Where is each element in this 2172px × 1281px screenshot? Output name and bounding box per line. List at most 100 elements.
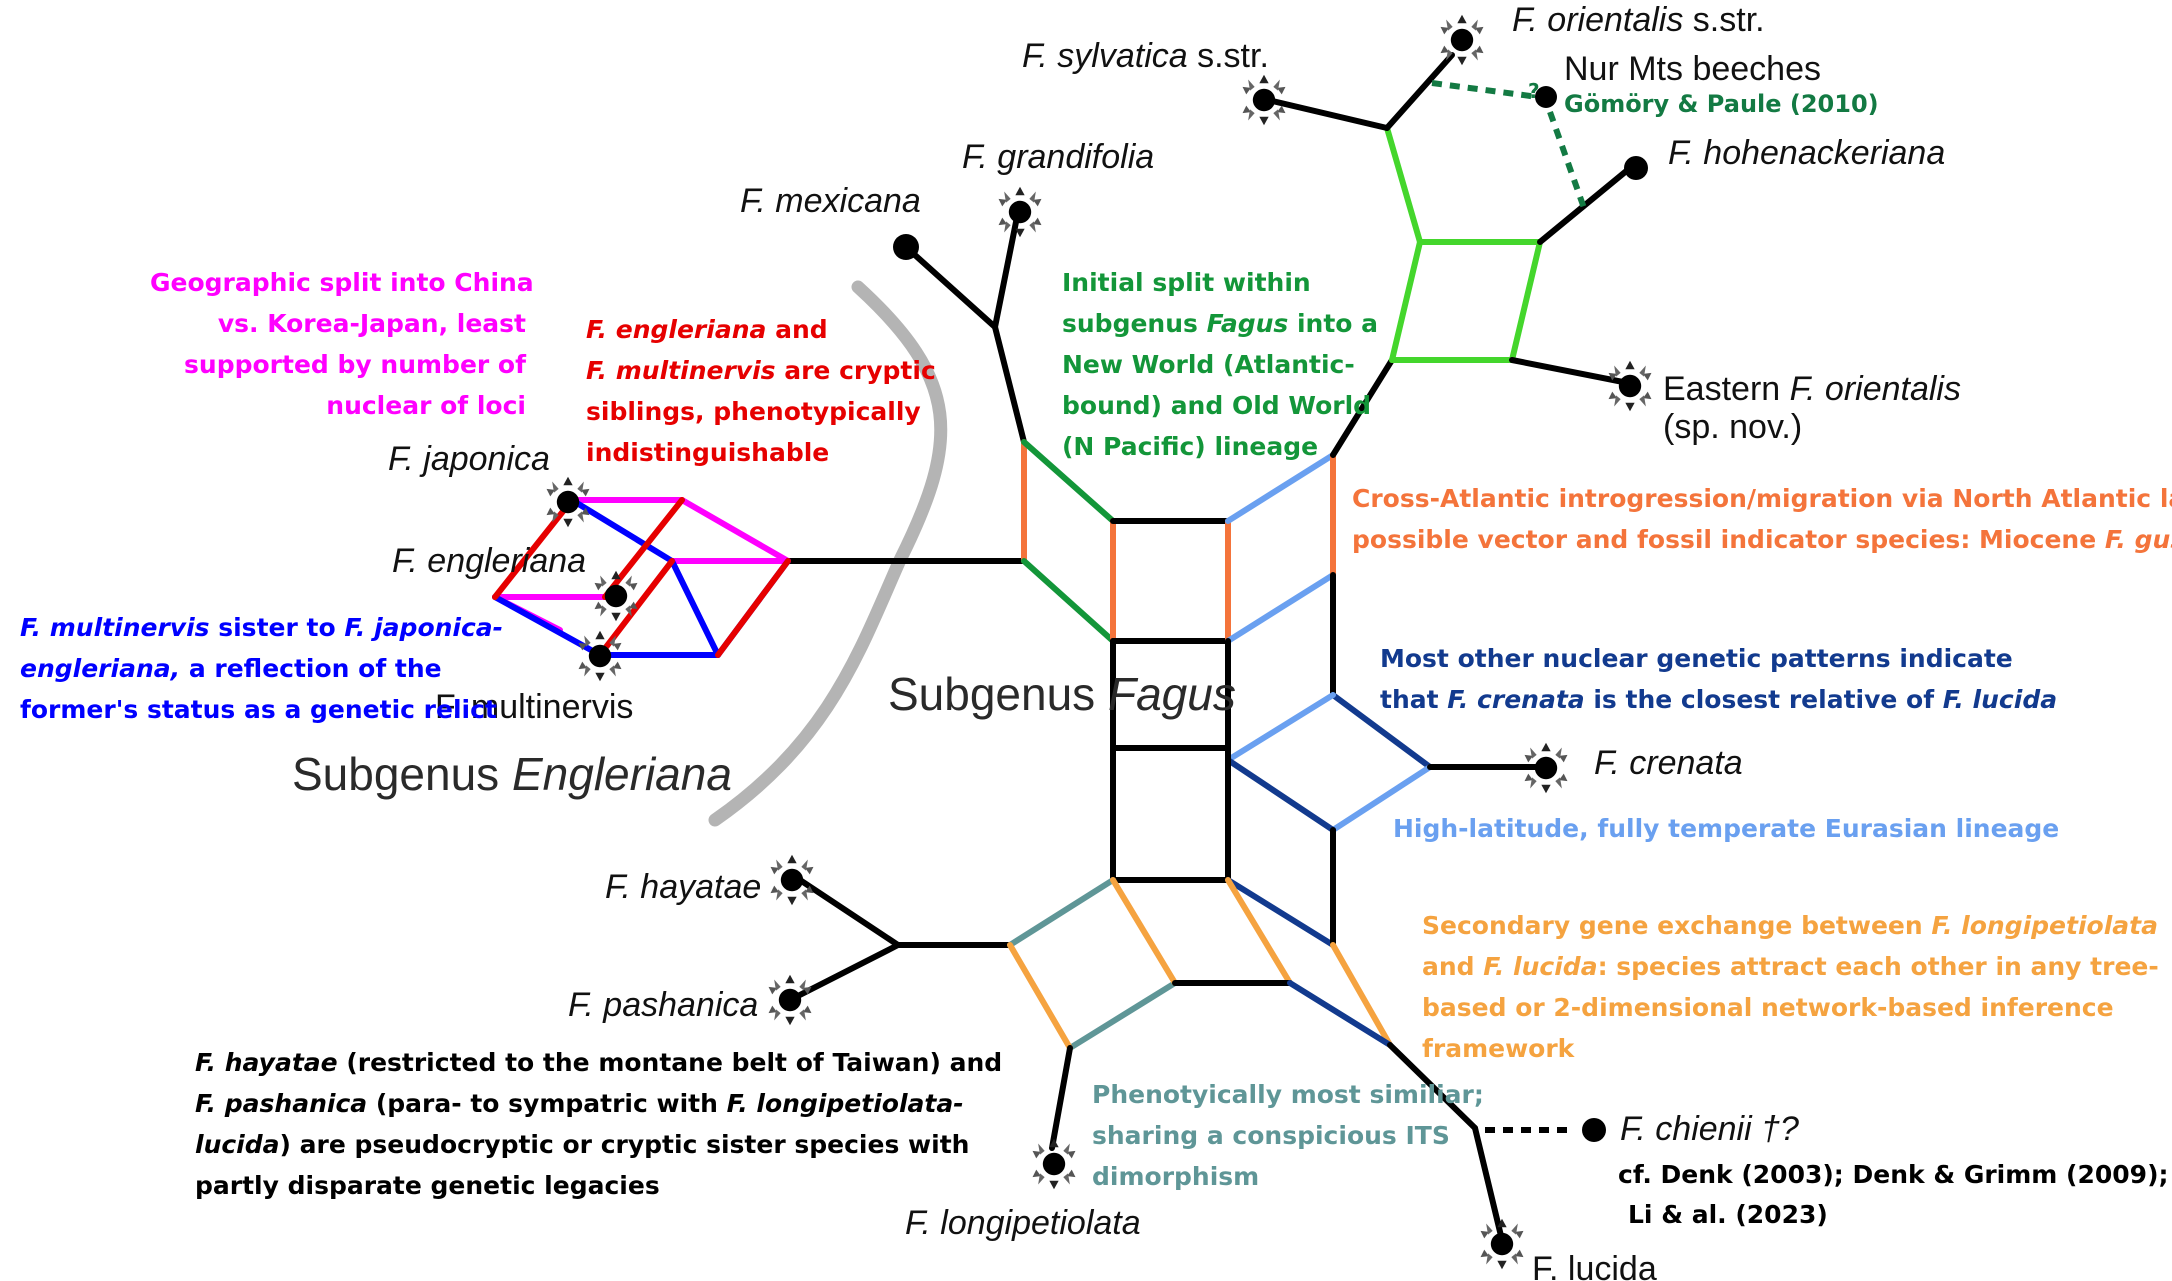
subgenus-engleriana-prefix: Subgenus xyxy=(292,748,512,800)
node-nur-unknown-icon xyxy=(1535,86,1557,108)
edge-engleriana-red xyxy=(715,558,791,658)
label-longipetiolata: F. longipetiolata xyxy=(905,1204,1141,1242)
label-sylvatica: F. sylvatica s.str. xyxy=(1022,37,1269,76)
edge-engleriana-blue xyxy=(569,497,675,564)
edge-orange-light xyxy=(1225,877,1293,986)
label-orientalis: F. orientalis s.str. xyxy=(1512,1,1765,40)
subgenus-engleriana-name: Engleriana xyxy=(511,748,732,800)
note-secondary-line: based or 2-dimensional network-based inf… xyxy=(1422,993,2114,1022)
note-multinervis-line: engleriana, a reflection of the xyxy=(20,648,503,689)
note-multinervis-span: F. multinervis xyxy=(20,613,210,642)
edge-green xyxy=(1389,239,1423,363)
note-secondary-span: : species attract each other in any tree… xyxy=(1597,952,2159,981)
note-cryptic-span: are cryptic xyxy=(775,356,936,385)
label-orientalis-name: F. orientalis xyxy=(1512,1,1684,39)
note-secondary-span: Secondary gene exchange between xyxy=(1422,911,1932,940)
note-secondary-line: Secondary gene exchange between F. longi… xyxy=(1422,905,2159,946)
subgenus-fagus-label: Subgenus Fagus xyxy=(888,668,1236,721)
note-multinervis-line: former's status as a genetic relict xyxy=(20,695,497,724)
edge-grandifolia xyxy=(992,209,1021,330)
note-hayatae-line: partly disparate genetic legacies xyxy=(195,1171,660,1200)
edge-crenata-darkblue xyxy=(1330,692,1433,770)
note-initial-line: bound) and Old World xyxy=(1062,391,1372,420)
edge-eastern-orientalis xyxy=(1509,357,1631,386)
edge-teal xyxy=(1067,980,1178,1051)
label-grandifolia: F. grandifolia xyxy=(962,138,1155,176)
note-initial-line: Initial split within xyxy=(1062,268,1311,297)
edge-green-bottom xyxy=(1021,558,1116,644)
label-hohenackeriana: F. hohenackeriana xyxy=(1668,134,1946,172)
label-chienii-ref2: Li & al. (2023) xyxy=(1628,1200,1828,1229)
label-nur-question: ? xyxy=(1528,79,1540,103)
note-secondary-span: and xyxy=(1422,952,1484,981)
node-pashanica-icon xyxy=(768,974,812,1026)
note-cryptic-line: F. multinervis are cryptic xyxy=(586,350,936,391)
label-eastern-prefix: Eastern xyxy=(1663,370,1790,408)
note-secondary-line: and F. lucida: species attract each othe… xyxy=(1422,946,2159,987)
edge-nur-dashed xyxy=(1547,110,1587,210)
subgenus-engleriana-label: Subgenus Engleriana xyxy=(292,748,732,801)
edge-crenata-darkblue xyxy=(1225,757,1336,833)
edge-lightblue-top xyxy=(1225,452,1336,524)
edge-mexicana xyxy=(903,244,998,330)
label-engleriana: F. engleriana xyxy=(392,542,587,580)
subgenus-fagus-prefix: Subgenus xyxy=(888,668,1108,720)
note-multinervis-span: engleriana, xyxy=(20,654,181,683)
note-cryptic-span: F. engleriana xyxy=(586,315,767,344)
label-chienii: F. chienii †? xyxy=(1620,1110,1799,1148)
note-hayatae-span: lucida xyxy=(195,1130,280,1159)
note-nuclear-line: Most other nuclear genetic patterns indi… xyxy=(1380,644,2013,673)
note-high-latitude: High-latitude, fully temperate Eurasian … xyxy=(1393,814,2060,843)
note-pheno-line: Phenotyically most similiar; xyxy=(1092,1080,1484,1109)
edge-newworld-stem xyxy=(992,324,1027,445)
label-lucida: F. lucida xyxy=(1532,1250,1657,1281)
node-chienii-icon xyxy=(1582,1118,1606,1142)
note-hayatae-line: lucida) are pseudocryptic or cryptic sis… xyxy=(195,1124,1002,1165)
note-nuclear-span: that xyxy=(1380,685,1448,714)
note-multinervis-span: a reflection of the xyxy=(180,654,442,683)
note-initial-split: Initial split within subgenus Fagus into… xyxy=(1062,262,1378,467)
edge-nur-dashed xyxy=(1431,80,1539,100)
note-geographic-split: Geographic split into China vs. Korea-Ja… xyxy=(150,262,534,426)
edge-crenata-lightblue xyxy=(1225,692,1336,763)
note-hayatae-span: F. longipetiolata- xyxy=(726,1089,964,1118)
node-mexicana-icon xyxy=(893,234,919,260)
node-lucida-icon xyxy=(1480,1218,1524,1270)
edge-westeurasia-stem xyxy=(1330,357,1395,458)
label-orientalis-suffix: s.str. xyxy=(1683,1,1765,39)
edge-green xyxy=(1384,125,1423,245)
note-phenotypically-similar: Phenotyically most similiar; sharing a c… xyxy=(1092,1074,1484,1197)
node-hayatae-icon xyxy=(770,854,814,906)
node-hohenackeriana-icon xyxy=(1624,156,1648,180)
note-nuclear-span: F. crenata xyxy=(1447,685,1585,714)
edge-longipetiolata xyxy=(1049,1045,1073,1151)
edge-engleriana-magenta xyxy=(679,497,791,564)
edge-engleriana-red xyxy=(492,497,575,600)
edge-hayatae xyxy=(797,877,901,948)
edge-engleriana-red xyxy=(602,497,685,600)
note-secondary-exchange: Secondary gene exchange between F. longi… xyxy=(1422,905,2159,1069)
note-initial-span: subgenus xyxy=(1062,309,1207,338)
note-multinervis-relict: F. multinervis sister to F. japonica- en… xyxy=(20,607,503,730)
edge-lightblue-bottom xyxy=(1225,572,1336,644)
note-initial-line: (N Pacific) lineage xyxy=(1062,432,1319,461)
note-cross-atlantic: Cross-Atlantic introgression/migration v… xyxy=(1352,478,2172,560)
note-nuclear-span: is the closest relative of xyxy=(1584,685,1943,714)
edge-lucida-stem xyxy=(1387,1042,1478,1131)
note-hayatae-line: F. hayatae (restricted to the montane be… xyxy=(195,1042,1002,1083)
label-multinervis: F. multinervis xyxy=(435,688,634,726)
edge-orientalis xyxy=(1384,52,1455,131)
edge-crenata-lightblue xyxy=(1330,764,1433,833)
note-pheno-line: dimorphism xyxy=(1092,1162,1260,1191)
label-nur-beeches: Nur Mts beeches xyxy=(1564,50,1821,88)
note-cryptic-line: F. engleriana and xyxy=(586,309,936,350)
node-orientalis-icon xyxy=(1440,14,1484,66)
note-multinervis-span: sister to xyxy=(209,613,345,642)
note-geo-line: supported by number of xyxy=(184,350,526,379)
edge-darkblue xyxy=(1287,980,1393,1048)
edge-teal xyxy=(1007,877,1116,948)
note-cryptic-span: and xyxy=(766,315,828,344)
note-nuclear-span: F. lucida xyxy=(1942,685,2058,714)
note-secondary-span: F. lucida xyxy=(1483,952,1598,981)
